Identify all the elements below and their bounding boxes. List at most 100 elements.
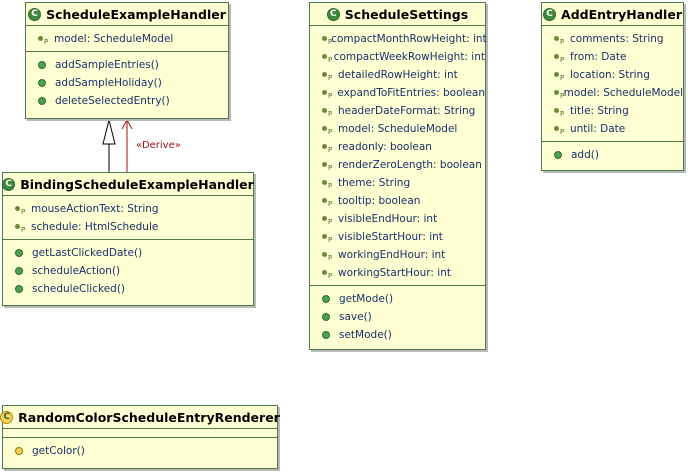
method-icon	[15, 283, 32, 295]
method-icon	[322, 311, 339, 323]
field-icon: P	[322, 178, 338, 190]
class-header: C ScheduleExampleHandler	[26, 3, 228, 26]
method-icon	[38, 77, 55, 89]
method-icon	[554, 149, 571, 161]
derive-arrowhead	[121, 118, 133, 130]
field-icon: P	[322, 214, 338, 226]
class-header: C AddEntryHandler	[542, 3, 683, 26]
method-row: scheduleClicked()	[3, 280, 253, 298]
class-name: RandomColorScheduleEntryRenderer	[18, 409, 280, 425]
method-row: save()	[310, 308, 485, 326]
class-icon: C	[0, 410, 14, 424]
class-name: ScheduleSettings	[344, 6, 469, 22]
class-icon: C	[28, 7, 42, 21]
field-icon: P	[38, 34, 54, 46]
methods-section: getMode() save() setMode()	[310, 286, 485, 347]
field-icon: P	[322, 70, 338, 82]
field-icon: P	[554, 124, 570, 136]
field-icon: P	[554, 88, 564, 100]
field-icon: P	[322, 160, 338, 172]
methods-section: getLastClickedDate() scheduleAction() sc…	[3, 240, 253, 301]
methods-section: getColor()	[3, 438, 277, 463]
method-icon	[15, 265, 32, 277]
method-row: getColor()	[3, 442, 277, 460]
class-name: BindingScheduleExampleHandler	[20, 176, 254, 192]
field-icon: P	[322, 268, 338, 280]
attributes-section	[3, 429, 277, 438]
method-icon	[38, 59, 55, 71]
derive-label: «Derive»	[136, 140, 181, 151]
field-icon: P	[322, 250, 338, 262]
method-row: getMode()	[310, 290, 485, 308]
field-icon: P	[322, 106, 338, 118]
method-row: getLastClickedDate()	[3, 244, 253, 262]
class-header: C RandomColorScheduleEntryRenderer	[0, 406, 280, 429]
field-icon: P	[322, 52, 334, 64]
method-row: addSampleHoliday()	[26, 74, 228, 92]
method-icon	[15, 445, 32, 457]
class-name: ScheduleExampleHandler	[46, 6, 226, 22]
method-row: add()	[542, 146, 683, 164]
field-icon: P	[15, 222, 31, 234]
field-icon: P	[322, 232, 338, 244]
field-icon: P	[322, 124, 338, 136]
class-name: AddEntryHandler	[561, 6, 682, 22]
method-row: setMode()	[310, 326, 485, 344]
method-row: deleteSelectedEntry()	[26, 92, 228, 110]
field-icon: P	[554, 34, 570, 46]
field-icon: P	[554, 70, 570, 82]
field-icon: P	[322, 196, 338, 208]
field-icon: P	[322, 34, 332, 46]
class-header: C BindingScheduleExampleHandler	[2, 173, 254, 196]
method-icon	[322, 329, 339, 341]
methods-section: add()	[542, 142, 683, 167]
field-icon: P	[554, 52, 570, 64]
methods-section: addSampleEntries() addSampleHoliday() de…	[26, 52, 228, 113]
class-icon: C	[543, 7, 557, 21]
field-icon: P	[322, 88, 337, 100]
method-row: addSampleEntries()	[26, 56, 228, 74]
method-row: scheduleAction()	[3, 262, 253, 280]
generalization-arrowhead	[102, 119, 116, 145]
class-random-color-schedule-entry-renderer[interactable]: C RandomColorScheduleEntryRenderer getCo…	[0, 405, 280, 469]
class-icon: C	[2, 177, 16, 191]
method-icon	[322, 293, 339, 305]
method-icon	[15, 247, 32, 259]
class-icon: C	[326, 7, 340, 21]
field-icon: P	[554, 106, 570, 118]
field-icon: P	[15, 204, 31, 216]
field-icon: P	[322, 142, 338, 154]
